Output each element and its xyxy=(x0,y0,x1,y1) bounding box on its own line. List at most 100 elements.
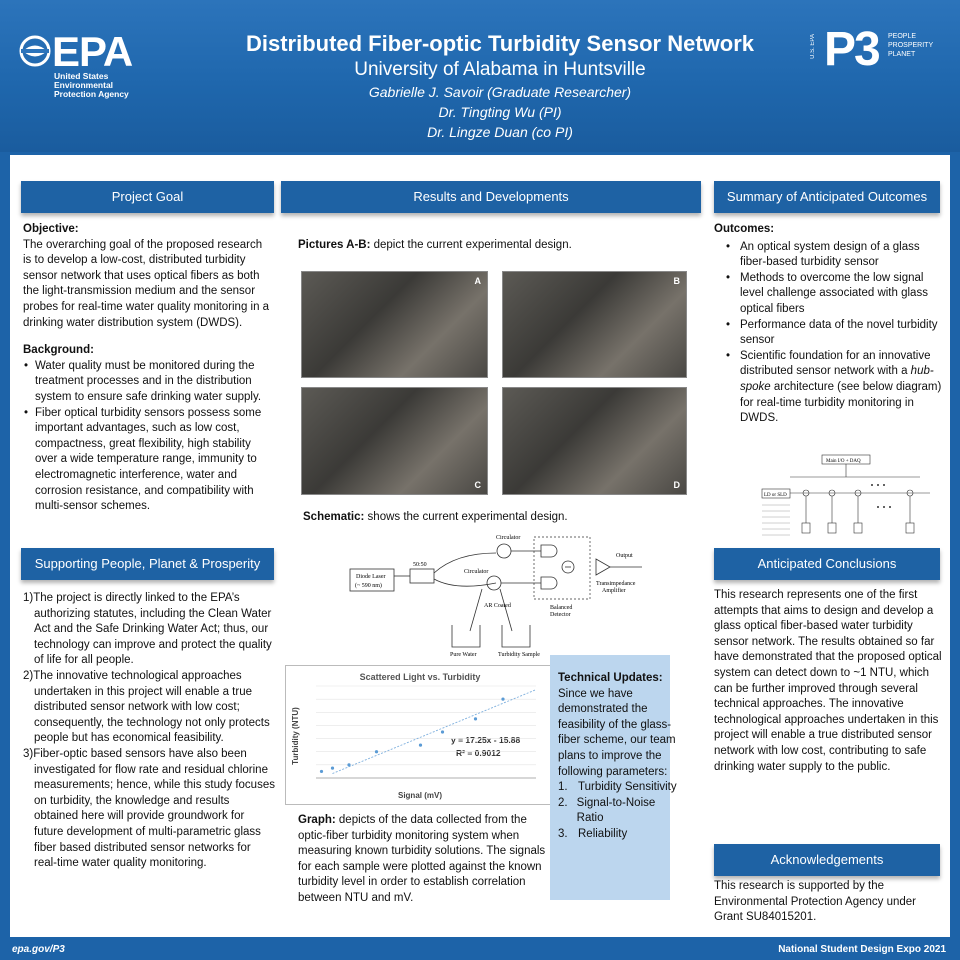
sample-beaker xyxy=(501,625,531,648)
data-point xyxy=(374,750,379,754)
pictures-text: depict the current experimental design. xyxy=(370,239,572,251)
amplifier-symbol xyxy=(595,558,611,576)
conclusions-text: This research represents one of the firs… xyxy=(714,589,942,773)
data-point xyxy=(440,730,445,734)
title-block: Distributed Fiber-optic Turbidity Sensor… xyxy=(160,30,840,142)
p3-words: PEOPLE PROSPERITY PLANET xyxy=(888,32,933,59)
supporting-header: Supporting People, Planet & Prosperity xyxy=(21,548,274,580)
technical-item-number: 3. xyxy=(558,827,568,840)
supporting-item: 2)The innovative technological approache… xyxy=(23,669,270,745)
data-point xyxy=(501,697,505,701)
chart-equation: y = 17.25x - 15.88 xyxy=(451,735,521,745)
outcome-last-post: architecture (see below diagram) for rea… xyxy=(740,380,942,425)
tia-label-1: Transimpedance xyxy=(596,581,636,587)
chart-title: Scattered Light vs. Turbidity xyxy=(360,672,481,682)
turbidity-chart: Scattered Light vs. Turbidity Signal (mV… xyxy=(285,665,555,805)
footer-url: epa.gov/P3 xyxy=(12,944,65,955)
balanced-detector-box xyxy=(533,536,591,600)
technical-title: Technical Updates: xyxy=(558,672,663,684)
data-point xyxy=(330,766,335,770)
sample-label: Turbidity Sample xyxy=(498,652,540,658)
epa-subtitle: United States Environmental Protection A… xyxy=(54,71,129,99)
objective-text: The overarching goal of the proposed res… xyxy=(23,238,270,329)
photo-b: B xyxy=(502,271,687,378)
schematic-diagram: Diode Laser (~ 590 nm) 50:50 Circulator … xyxy=(349,535,642,658)
balanced-label: Balanced xyxy=(550,605,572,611)
data-point xyxy=(319,769,324,774)
ar-coated-label: AR Coated xyxy=(484,603,511,609)
photo-d: D xyxy=(502,387,687,495)
outcomes-title: Outcomes: xyxy=(714,223,775,235)
technical-item: 1. Turbidity Sensitivity xyxy=(558,780,678,796)
technical-item-text: Turbidity Sensitivity xyxy=(578,781,677,794)
technical-item-text: Signal-to-Noise Ratio xyxy=(576,796,656,825)
pictures-label: Pictures A-B: xyxy=(298,239,371,251)
supporting-item: 1)The project is directly linked to the … xyxy=(23,592,272,667)
p3-word-people: PEOPLE xyxy=(888,33,917,40)
technical-item-number: 1. xyxy=(558,781,568,794)
pure-water-beaker xyxy=(451,625,481,648)
laser-wl: (~ 590 nm) xyxy=(355,582,382,589)
background-item: Fiber optical turbidity sensors possess … xyxy=(24,406,273,515)
supporting-item: 3)Fiber-optic based sensors have also be… xyxy=(23,747,275,870)
epa-wordmark: EPA xyxy=(52,28,133,75)
researcher-1: Gabrielle J. Savoir (Graduate Researcher… xyxy=(368,84,632,100)
technical-updates-box: Technical Updates: Since we have demonst… xyxy=(550,655,677,900)
conclusions-header: Anticipated Conclusions xyxy=(714,548,940,580)
acknowledgements-header: Acknowledgements xyxy=(714,844,940,876)
data-point xyxy=(473,717,478,721)
hub-spoke-diagram: Main I/O + DAQ LD or SLD xyxy=(761,454,930,536)
photo-a: A xyxy=(301,271,488,378)
project-goal-header: Project Goal xyxy=(21,181,274,213)
graph-label: Graph: xyxy=(298,814,336,826)
poster-title: Distributed Fiber-optic Turbidity Sensor… xyxy=(245,31,755,56)
outcome-last-em: hub-spoke xyxy=(740,365,934,393)
technical-text: Since we have demonstrated the feasibili… xyxy=(558,687,676,778)
data-point xyxy=(418,743,423,747)
supporting-section: 1)The project is directly linked to the … xyxy=(23,591,275,872)
chart-xlabel: Signal (mV) xyxy=(398,791,442,800)
pure-water-label: Pure Water xyxy=(450,652,477,658)
output-label: Output xyxy=(616,553,633,559)
chart-r2: R² = 0.9012 xyxy=(456,748,501,758)
outcome-item: Performance data of the novel turbidity … xyxy=(726,318,944,349)
technical-item-text: Reliability xyxy=(578,827,628,840)
laser-label: Diode Laser xyxy=(356,574,386,580)
source-box xyxy=(761,488,791,499)
source-label: LD or SLD xyxy=(764,493,787,498)
outcome-last-pre: Scientific foundation for an innovative … xyxy=(740,349,931,378)
schematic-text: shows the current experimental design. xyxy=(364,511,568,523)
project-goal-section: Objective: The overarching goal of the p… xyxy=(23,222,273,515)
outcomes-section: Outcomes: An optical system design of a … xyxy=(714,222,944,427)
objective-title: Objective: xyxy=(23,223,79,235)
researcher-2: Dr. Tingting Wu (PI) xyxy=(438,104,562,120)
schematic-label: Schematic: xyxy=(303,511,365,523)
technical-item: 3. Reliability xyxy=(558,827,678,843)
graph-text: depicts of the data collected from the o… xyxy=(298,814,546,904)
p3-tag: U.S. EPA xyxy=(810,34,816,59)
detector-label: Detector xyxy=(550,612,571,618)
poster-body: Project Goal Objective: The overarching … xyxy=(10,155,950,937)
photo-a-label: A xyxy=(474,276,482,286)
splitter-box xyxy=(409,568,435,584)
outcome-item: An optical system design of a glass fibe… xyxy=(726,240,944,271)
circulator-1 xyxy=(496,543,512,559)
technical-item-number: 2. xyxy=(558,796,568,809)
photo-c: C xyxy=(301,387,488,495)
chart-ylabel: Turbidity (NTU) xyxy=(291,707,300,765)
laser-box xyxy=(349,568,395,592)
circulator-2-label: Circulator xyxy=(464,569,488,575)
outcome-item: Methods to overcome the low signal level… xyxy=(726,271,944,318)
banner: EPA United States Environmental Protecti… xyxy=(0,0,960,152)
p3-word-prosperity: PROSPERITY xyxy=(888,42,934,49)
background-item: Water quality must be monitored during t… xyxy=(24,359,273,406)
data-point xyxy=(347,763,351,767)
background-title: Background: xyxy=(23,344,94,357)
photo-b-label: B xyxy=(673,276,681,286)
university: University of Alabama in Huntsville xyxy=(354,59,646,80)
schematic-caption: Schematic: shows the current experimenta… xyxy=(303,510,703,526)
outcomes-header: Summary of Anticipated Outcomes xyxy=(714,181,940,213)
circulator-1-label: Circulator xyxy=(496,535,520,541)
splitter-label: 50:50 xyxy=(413,562,427,568)
pictures-caption: Pictures A-B: depict the current experim… xyxy=(298,238,698,254)
